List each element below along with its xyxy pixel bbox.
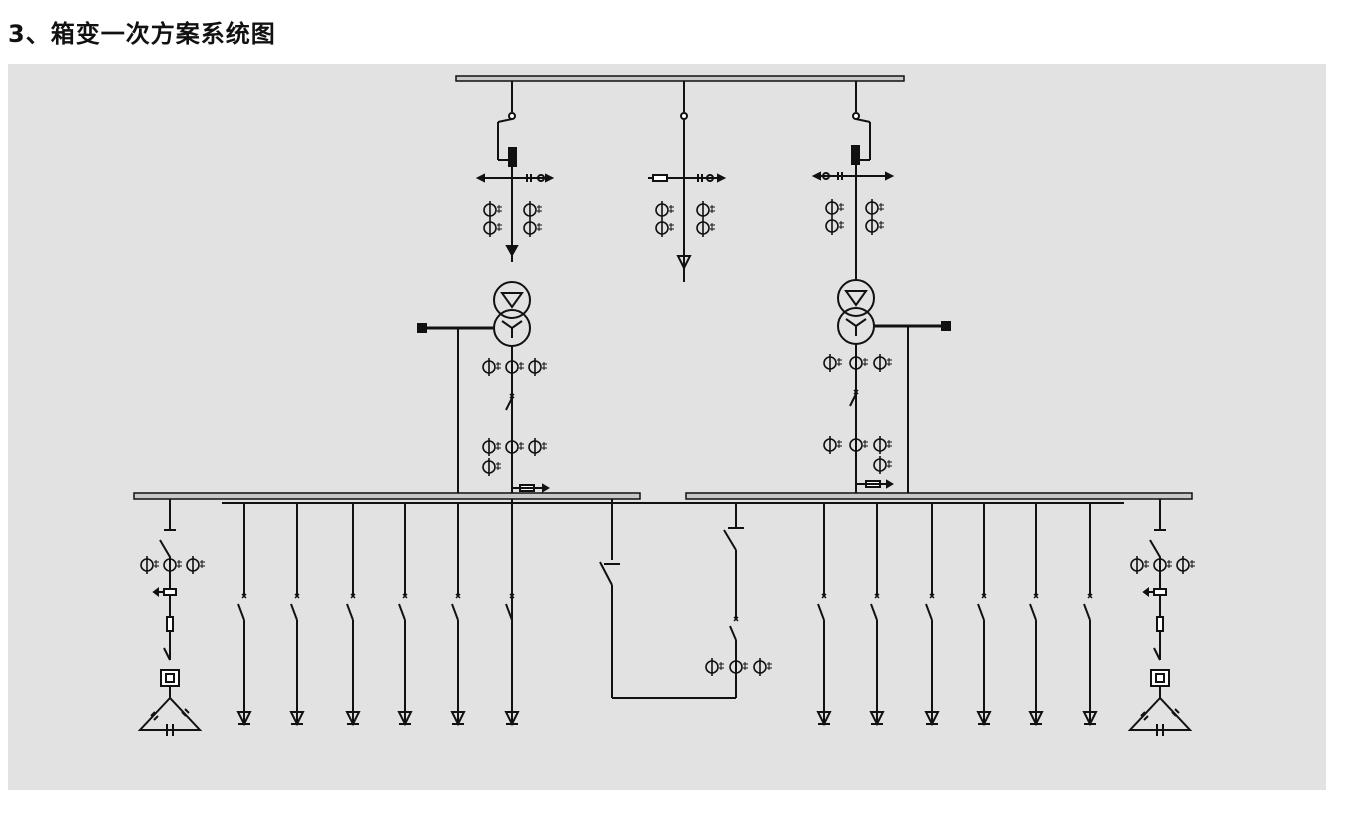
lv-feeder [504, 503, 520, 727]
ct-symbol [753, 658, 772, 676]
ct-symbol [849, 436, 868, 454]
transformer-left [417, 281, 550, 720]
capacitor-bank [1127, 499, 1193, 736]
ct-symbol [523, 201, 542, 219]
diagram-panel [8, 64, 1326, 790]
ct-symbol [528, 358, 547, 376]
bus-coupler [599, 499, 744, 699]
lv-feeder [924, 503, 940, 727]
page-title: 3、箱变一次方案系统图 [8, 20, 276, 48]
lv-outgoing-feeders [236, 503, 1098, 727]
ct-symbol [186, 556, 205, 574]
ct-symbol [823, 436, 842, 454]
ct-symbol [696, 219, 715, 237]
ct-symbol [823, 354, 842, 372]
ct-symbol [482, 458, 501, 476]
ct-symbol [825, 199, 844, 217]
ct-symbol [705, 658, 724, 676]
ct-symbol [849, 354, 868, 372]
hv-feeder-right [811, 81, 895, 280]
hv-feeder-middle [648, 81, 727, 282]
hv-busbar [455, 75, 905, 82]
ct-symbol [873, 354, 892, 372]
ct-symbol [482, 438, 501, 456]
ct-symbol [873, 436, 892, 454]
capacitor-banks [137, 499, 1193, 736]
ct-symbol [865, 199, 884, 217]
current-transformer-groups [140, 199, 1195, 676]
lv-feeder [869, 503, 885, 727]
ct-symbol [1130, 556, 1149, 574]
ct-symbol [729, 658, 748, 676]
ct-symbol [873, 456, 892, 474]
ct-symbol [482, 358, 501, 376]
capacitor-bank [137, 499, 203, 736]
lv-feeder [450, 503, 466, 727]
lv-feeder [816, 503, 832, 727]
lv-feeder [345, 503, 361, 727]
lv-feeder [976, 503, 992, 727]
lv-busbar-right [685, 492, 1193, 500]
ct-symbol [1176, 556, 1195, 574]
lv-feeder [289, 503, 305, 727]
ct-symbol [696, 201, 715, 219]
ct-symbol [140, 556, 159, 574]
ct-symbol [825, 217, 844, 235]
ct-symbol [655, 219, 674, 237]
ct-symbol [528, 438, 547, 456]
ct-symbol [505, 358, 524, 376]
ct-symbol [865, 217, 884, 235]
ct-symbol [483, 219, 502, 237]
lv-feeder [1082, 503, 1098, 727]
ct-symbol [523, 219, 542, 237]
lv-feeder [236, 503, 252, 727]
lv-feeder [1028, 503, 1044, 727]
ct-symbol [505, 438, 524, 456]
lv-feeder [397, 503, 413, 727]
ct-symbol [163, 556, 182, 574]
ct-symbol [483, 201, 502, 219]
ct-symbol [655, 201, 674, 219]
ct-symbol [1153, 556, 1172, 574]
transformer-right [837, 279, 951, 497]
hv-feeder-left [475, 81, 555, 262]
lv-busbar-left [133, 492, 641, 500]
